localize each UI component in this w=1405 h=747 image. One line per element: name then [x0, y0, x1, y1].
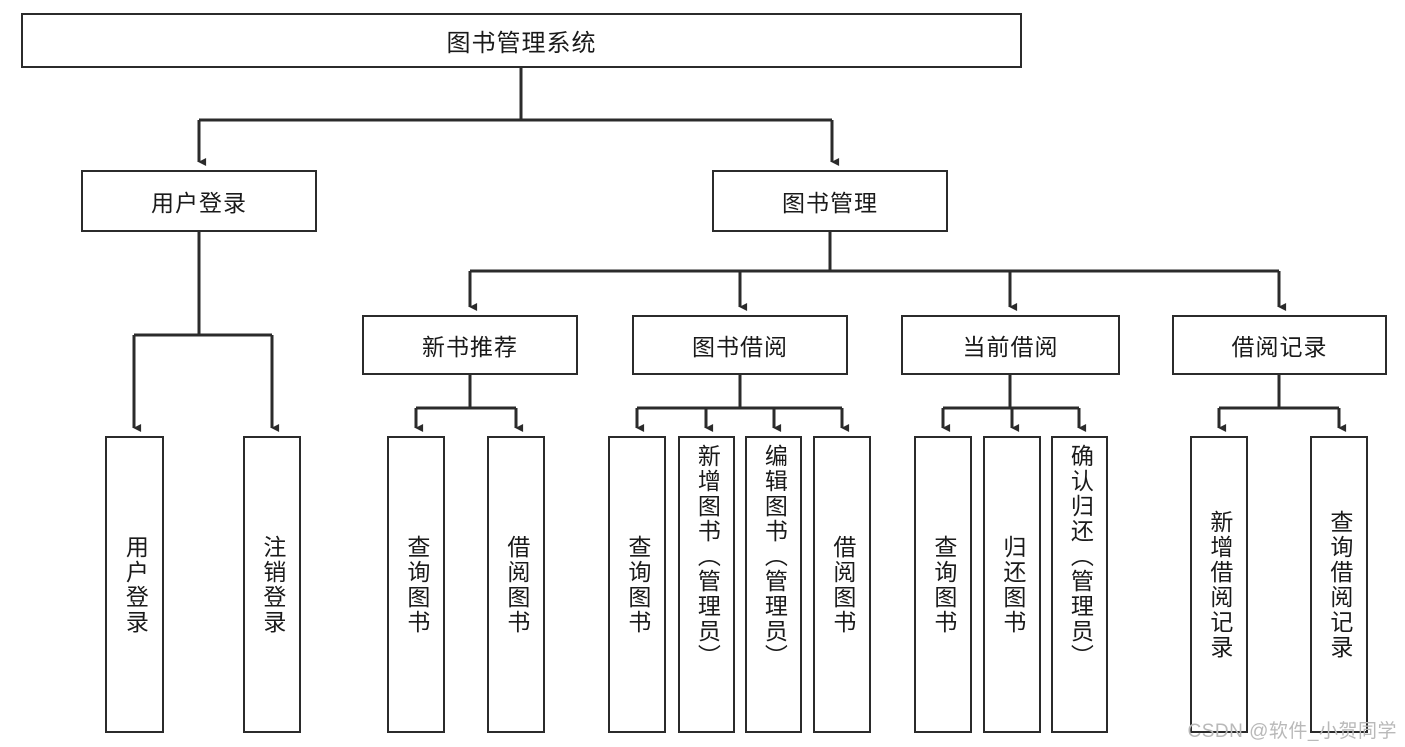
leaf-borrow-book-recommend[interactable]: 借阅图书 — [487, 436, 545, 733]
leaf-return-book[interactable]: 归还图书 — [983, 436, 1041, 733]
leaf-label: 新增图书（管理员） — [694, 444, 721, 669]
leaf-label: 借阅图书 — [829, 534, 856, 635]
leaf-label: 编辑图书（管理员） — [761, 444, 788, 669]
leaf-query-book-current[interactable]: 查询图书 — [914, 436, 972, 733]
leaf-label: 确认归还（管理员） — [1067, 444, 1094, 669]
leaf-borrow-book[interactable]: 借阅图书 — [813, 436, 871, 733]
leaf-query-book-borrow[interactable]: 查询图书 — [608, 436, 666, 733]
node-label: 新书推荐 — [422, 334, 518, 360]
node-book-borrow[interactable]: 图书借阅 — [632, 315, 848, 375]
node-current-borrow[interactable]: 当前借阅 — [901, 315, 1120, 375]
leaf-label: 新增借阅记录 — [1206, 509, 1233, 660]
leaf-label: 查询图书 — [403, 534, 430, 635]
leaf-label: 查询图书 — [624, 534, 651, 635]
leaf-label: 注销登录 — [259, 534, 286, 635]
leaf-user-login[interactable]: 用户登录 — [105, 436, 164, 733]
node-borrow-record[interactable]: 借阅记录 — [1172, 315, 1387, 375]
leaf-confirm-return-admin[interactable]: 确认归还（管理员） — [1051, 436, 1108, 733]
leaf-edit-book-admin[interactable]: 编辑图书（管理员） — [745, 436, 802, 733]
node-label: 图书管理系统 — [446, 30, 597, 57]
node-label: 借阅记录 — [1231, 334, 1328, 360]
node-label: 图书管理 — [782, 190, 878, 216]
node-label: 图书借阅 — [692, 334, 788, 360]
node-book-management[interactable]: 图书管理 — [712, 170, 948, 232]
leaf-label: 查询借阅记录 — [1326, 509, 1353, 660]
leaf-query-book-recommend[interactable]: 查询图书 — [387, 436, 445, 733]
leaf-label: 用户登录 — [122, 534, 149, 635]
node-label: 当前借阅 — [962, 334, 1059, 360]
leaf-add-book-admin[interactable]: 新增图书（管理员） — [678, 436, 735, 733]
leaf-query-borrow-record[interactable]: 查询借阅记录 — [1310, 436, 1368, 733]
leaf-add-borrow-record[interactable]: 新增借阅记录 — [1190, 436, 1248, 733]
leaf-label: 借阅图书 — [503, 534, 530, 635]
node-root-system[interactable]: 图书管理系统 — [21, 13, 1022, 68]
leaf-label: 归还图书 — [999, 534, 1026, 635]
leaf-logout[interactable]: 注销登录 — [243, 436, 301, 733]
node-user-login[interactable]: 用户登录 — [81, 170, 317, 232]
node-label: 用户登录 — [151, 190, 247, 216]
node-new-book-recommend[interactable]: 新书推荐 — [362, 315, 578, 375]
leaf-label: 查询图书 — [930, 534, 957, 635]
